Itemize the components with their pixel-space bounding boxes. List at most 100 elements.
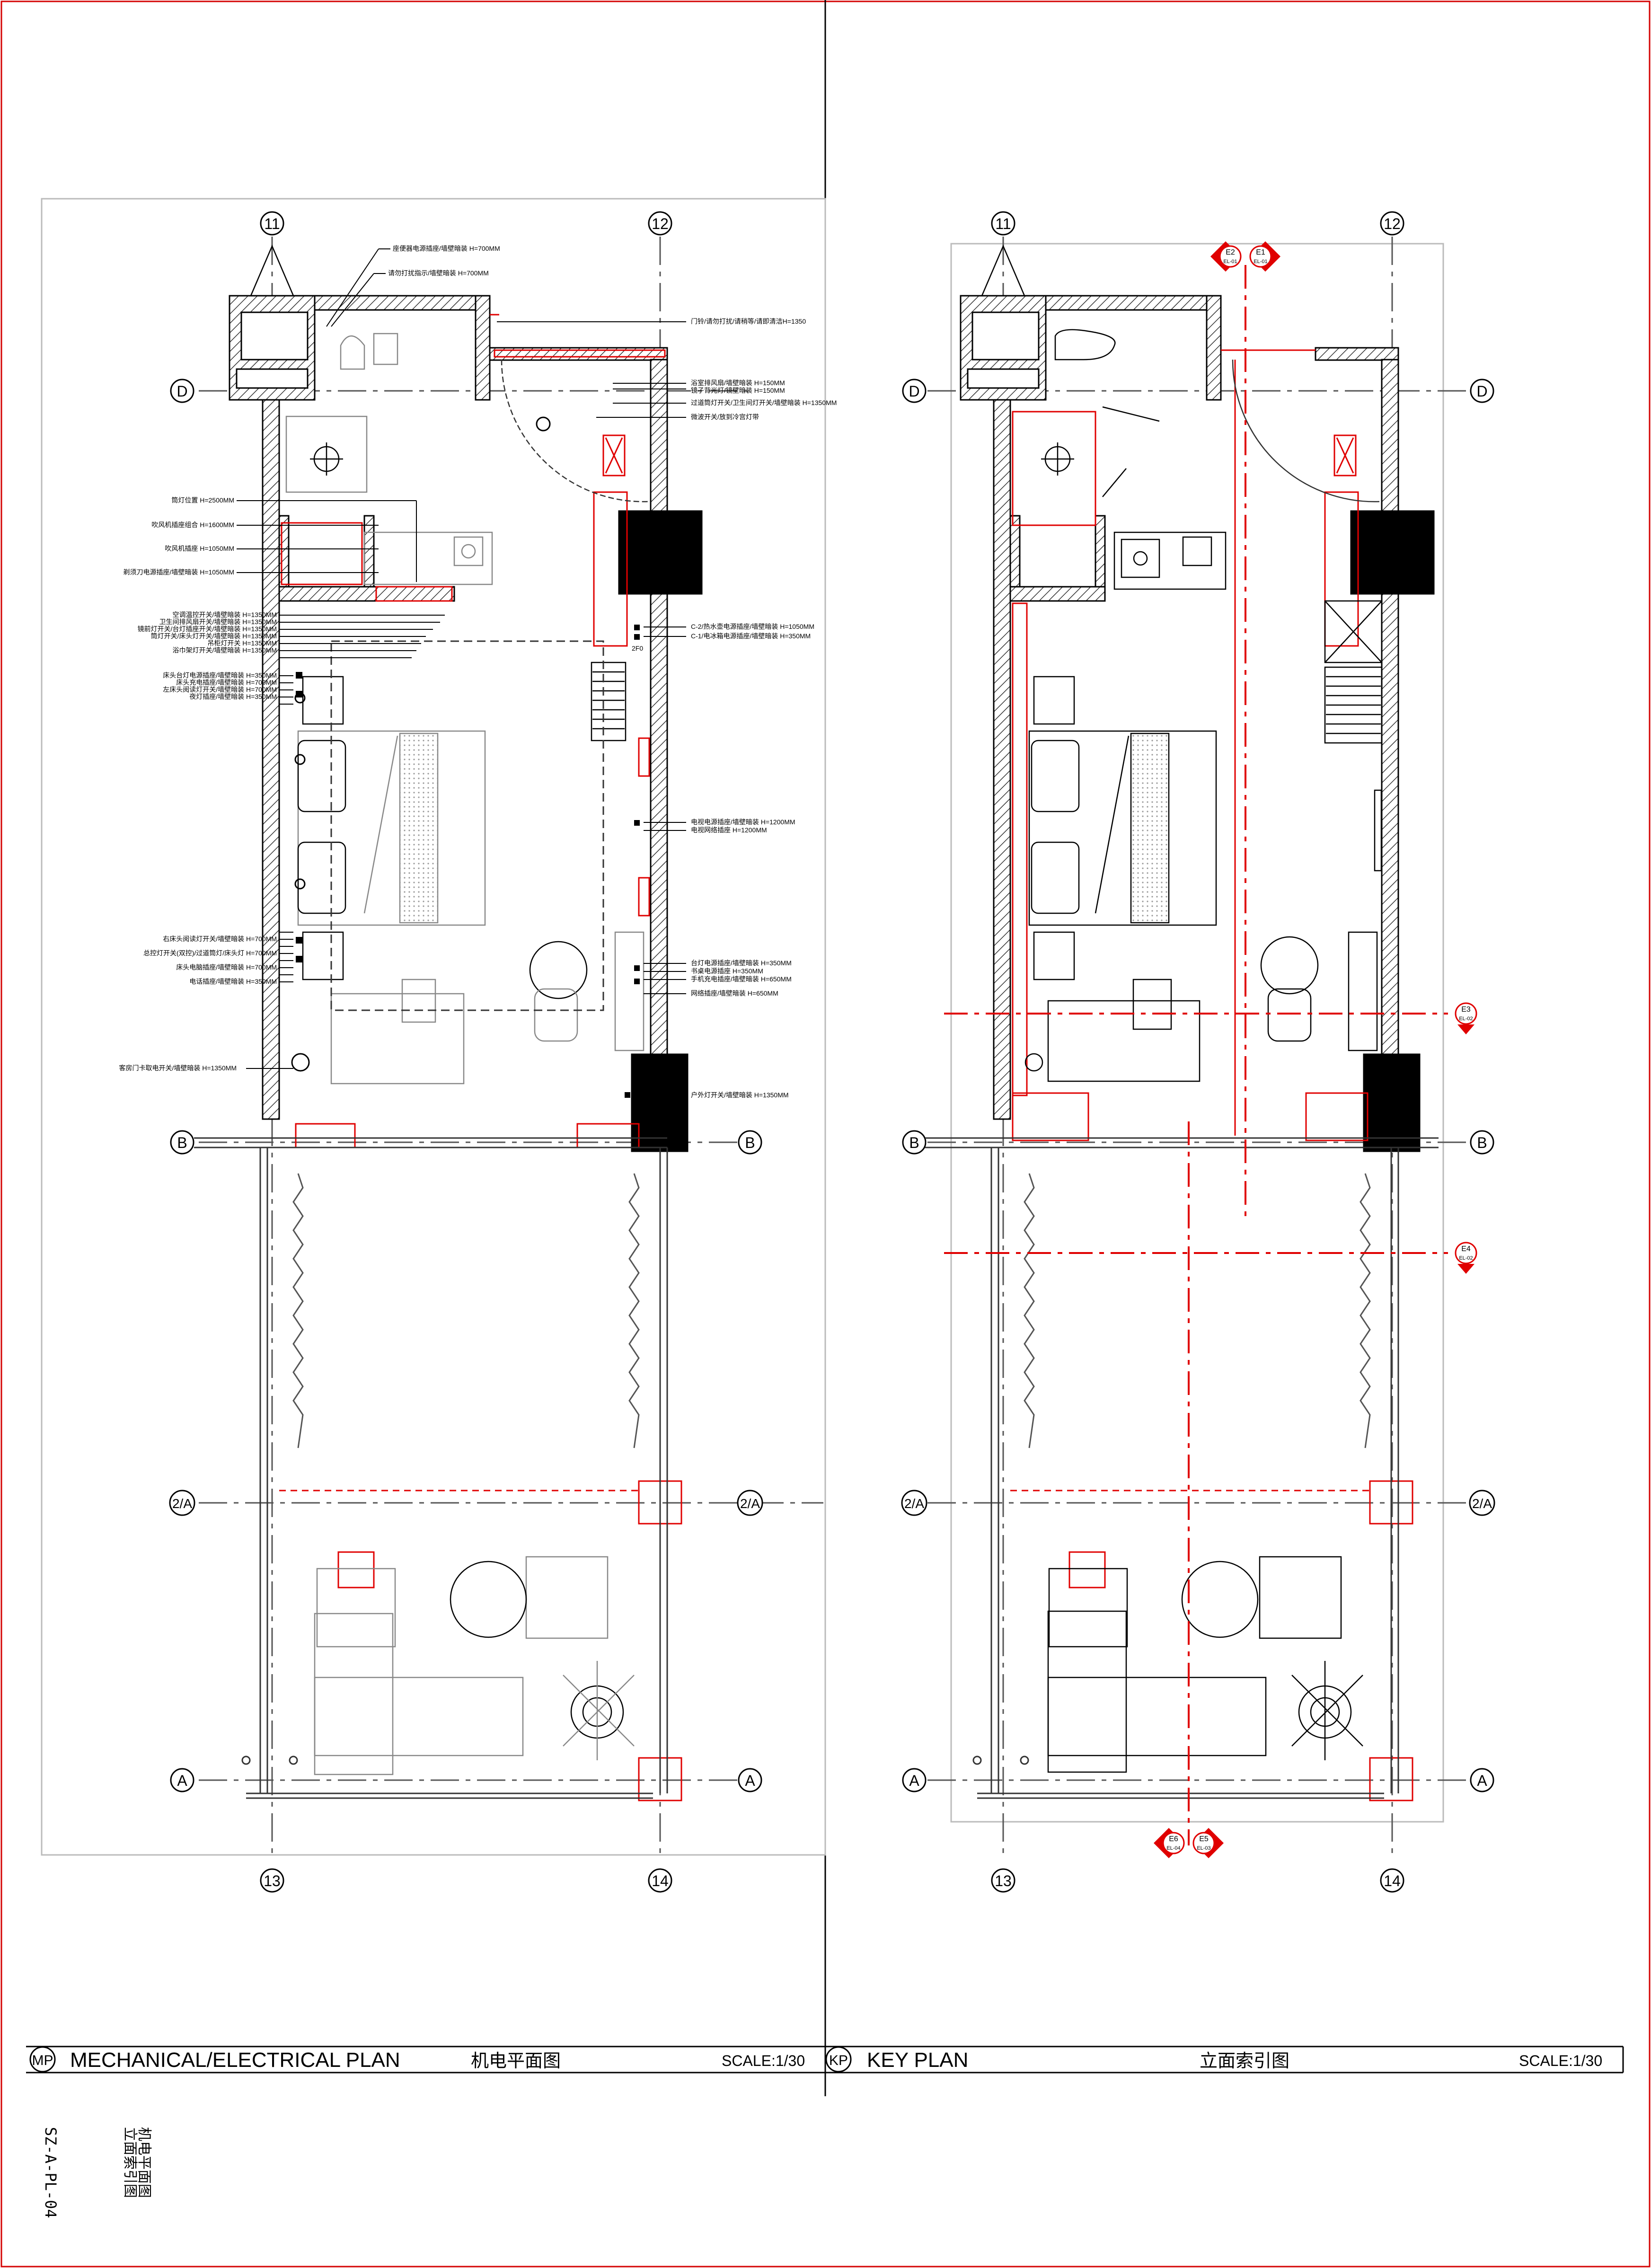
grid-label-12: 12 — [652, 215, 669, 232]
key-plan: 11 12 13 14 D D B B 2/A 2/A A A — [901, 211, 1495, 1893]
grid-bubble-D-key-right: D — [1470, 379, 1494, 403]
note-20: 左床头阅读灯开关/墙壁暗装 H=700MM — [163, 686, 277, 693]
left-title-tag: MP — [32, 2053, 53, 2068]
note-27: 书桌电源插座 H=350MM — [691, 967, 763, 975]
note-10: 吹风机插座 H=1050MM — [165, 545, 234, 552]
grid-bubble-14-key: 14 — [1380, 1868, 1404, 1893]
elevation-cut-lines — [944, 265, 1448, 1845]
grid-label-11: 11 — [264, 215, 280, 232]
grid-label-2A: 2/A — [1472, 1496, 1492, 1511]
title-bar-right: KP KEY PLAN 立面索引图 SCALE:1/30 — [825, 2046, 1624, 2074]
note-24: 电视电源插座/墙壁暗装 H=1200MM — [691, 818, 795, 826]
note-03: 门铃/请勿打扰/请稍等/请即清洁H=1350 — [691, 318, 806, 325]
grid-label-B: B — [745, 1134, 755, 1151]
left-title-cn: 机电平面图 — [471, 2051, 561, 2071]
left-balcony — [194, 1137, 668, 1799]
sheet-code: SZ-A-PL-04 — [42, 2127, 60, 2218]
grid-bubble-2A-left: 2/A — [169, 1490, 195, 1516]
grid-label-B: B — [177, 1134, 187, 1151]
right-red-accents — [1010, 349, 1413, 1801]
note-35: 电话插座/墙壁暗装 H=350MM — [189, 978, 277, 985]
right-title-cn: 立面索引图 — [1200, 2051, 1289, 2071]
grid-label-A: A — [1477, 1772, 1487, 1789]
grid-bubble-12: 12 — [648, 211, 672, 236]
grid-bubble-A-key-left: A — [902, 1768, 927, 1792]
elev-ref-E2: EL-01 — [1223, 259, 1237, 265]
grid-bubble-2A-key-right: 2/A — [1469, 1490, 1495, 1516]
note-15: 筒灯开关/床头灯开关/墙壁暗装 H=1350MM — [151, 632, 277, 640]
left-title-en: MECHANICAL/ELECTRICAL PLAN — [70, 2048, 400, 2072]
note-31: 户外灯开关/墙壁暗装 H=1350MM — [691, 1091, 789, 1099]
grid-bubble-14: 14 — [648, 1868, 672, 1893]
grid-bubble-2A-key-left: 2/A — [901, 1490, 927, 1516]
note-25: 电视网络插座 H=1200MM — [691, 826, 767, 834]
grid-bubble-A-right: A — [738, 1768, 762, 1792]
note-33: 总控灯开关(双控)/过道筒灯/床头灯 H=700MM — [143, 949, 277, 957]
left-annotations: 座便器电源插座/墙壁暗装 H=700MM 请勿打扰指示/墙壁暗装 H=700MM… — [119, 245, 837, 1099]
elev-ref-E3: EL-02 — [1459, 1016, 1473, 1022]
grid-bubble-B-left: B — [170, 1130, 194, 1155]
note-09: 吹风机插座组合 H=1600MM — [151, 521, 234, 529]
left-grid-bubbles: 11 12 13 14 D B B 2/A 2/A A A — [169, 211, 763, 1893]
right-walls — [960, 295, 1435, 1152]
elev-ref-E5: EL-03 — [1197, 1845, 1210, 1851]
right-balcony — [925, 1137, 1439, 1799]
elev-label-E2: E2 — [1226, 248, 1235, 256]
left-title-scale: SCALE:1/30 — [722, 2052, 805, 2069]
title-bar-left: MP MECHANICAL/ELECTRICAL PLAN 机电平面图 SCAL… — [26, 2046, 825, 2074]
grid-label-14: 14 — [652, 1872, 669, 1889]
left-walls — [229, 295, 703, 1152]
note-05: 镜子背光灯/镜壁暗装 H=150MM — [691, 387, 785, 394]
grid-bubble-A-left: A — [170, 1768, 194, 1792]
grid-label-D: D — [177, 383, 187, 400]
grid-label-14: 14 — [1384, 1872, 1401, 1889]
elev-ref-E6: EL-04 — [1166, 1845, 1180, 1851]
elev-label-E3: E3 — [1461, 1006, 1471, 1014]
note-01: 座便器电源插座/墙壁暗装 H=700MM — [393, 245, 500, 252]
elev-label-E4: E4 — [1461, 1245, 1471, 1253]
elevation-marker-E3: E3 EL-02 — [1455, 1002, 1477, 1034]
left-grid-lines — [199, 237, 823, 1860]
grid-label-2A: 2/A — [904, 1496, 924, 1511]
left-furniture — [250, 244, 645, 1775]
mechanical-electrical-plan: 11 12 13 14 D B B 2/A 2/A A A — [119, 211, 837, 1893]
grid-bubble-2A-right: 2/A — [737, 1490, 763, 1516]
elevation-marker-E6-E5: E6 EL-04 E5 EL-03 — [1154, 1828, 1224, 1858]
note-16: 吊柜灯开关 H=1350MM — [207, 639, 277, 647]
grid-label-A: A — [909, 1772, 919, 1789]
grid-bubble-11-key: 11 — [991, 211, 1015, 236]
grid-bubble-B-right: B — [738, 1130, 762, 1155]
note-26: 台灯电源插座/墙壁暗装 H=350MM — [691, 959, 792, 967]
elev-ref-E4: EL-02 — [1459, 1255, 1473, 1261]
sheet-code-block: SZ-A-PL-04 机电平面图 立面索引图 — [42, 2127, 152, 2218]
note-02: 请勿打扰指示/墙壁暗装 H=700MM — [388, 269, 489, 277]
grid-label-2A: 2/A — [172, 1496, 192, 1511]
grid-bubble-11: 11 — [260, 211, 284, 236]
grid-bubble-B-key-left: B — [902, 1130, 927, 1155]
grid-label-B: B — [1477, 1134, 1487, 1151]
note-21: 夜灯插座/墙壁暗装 H=350MM — [189, 693, 277, 700]
elevation-marker-E2-E1: E2 EL-01 E1 EL-01 — [1210, 241, 1280, 272]
grid-label-A: A — [177, 1772, 187, 1789]
grid-bubble-13-key: 13 — [991, 1868, 1015, 1893]
note-32: 右床头阅读灯开关/墙壁暗装 H=700MM — [163, 935, 277, 943]
note-22: C-2/热水壶电源插座/墙壁暗装 H=1050MM — [691, 623, 814, 630]
note-23: C-1/电冰箱电源插座/墙壁暗装 H=350MM — [691, 632, 811, 640]
right-entry-door-swing — [1232, 359, 1380, 503]
grid-label-12: 12 — [1384, 215, 1401, 232]
elevation-marker-E4: E4 EL-02 — [1455, 1242, 1477, 1274]
entry-door-swing — [501, 359, 649, 503]
note-17: 浴巾架灯开关/墙壁暗装 H=1350MM — [172, 646, 277, 654]
note-34: 床头电脑插座/墙壁暗装 H=700MM — [176, 963, 277, 971]
note-36: 2F0 — [632, 644, 643, 652]
grid-label-A: A — [745, 1772, 755, 1789]
grid-label-D: D — [1476, 383, 1487, 400]
elev-ref-E1: EL-01 — [1254, 259, 1267, 265]
elev-label-E6: E6 — [1169, 1835, 1178, 1843]
left-viewport-frame — [41, 198, 826, 1856]
sheet-name-2: 立面索引图 — [122, 2127, 138, 2198]
note-13: 卫生间排风扇开关/墙壁暗装 H=1350MM — [159, 618, 277, 626]
note-07: 微波开关/放到冷宫灯带 — [691, 413, 759, 421]
note-06: 过道筒灯开关/卫生间灯开关/墙壁暗装 H=1350MM — [691, 399, 837, 406]
